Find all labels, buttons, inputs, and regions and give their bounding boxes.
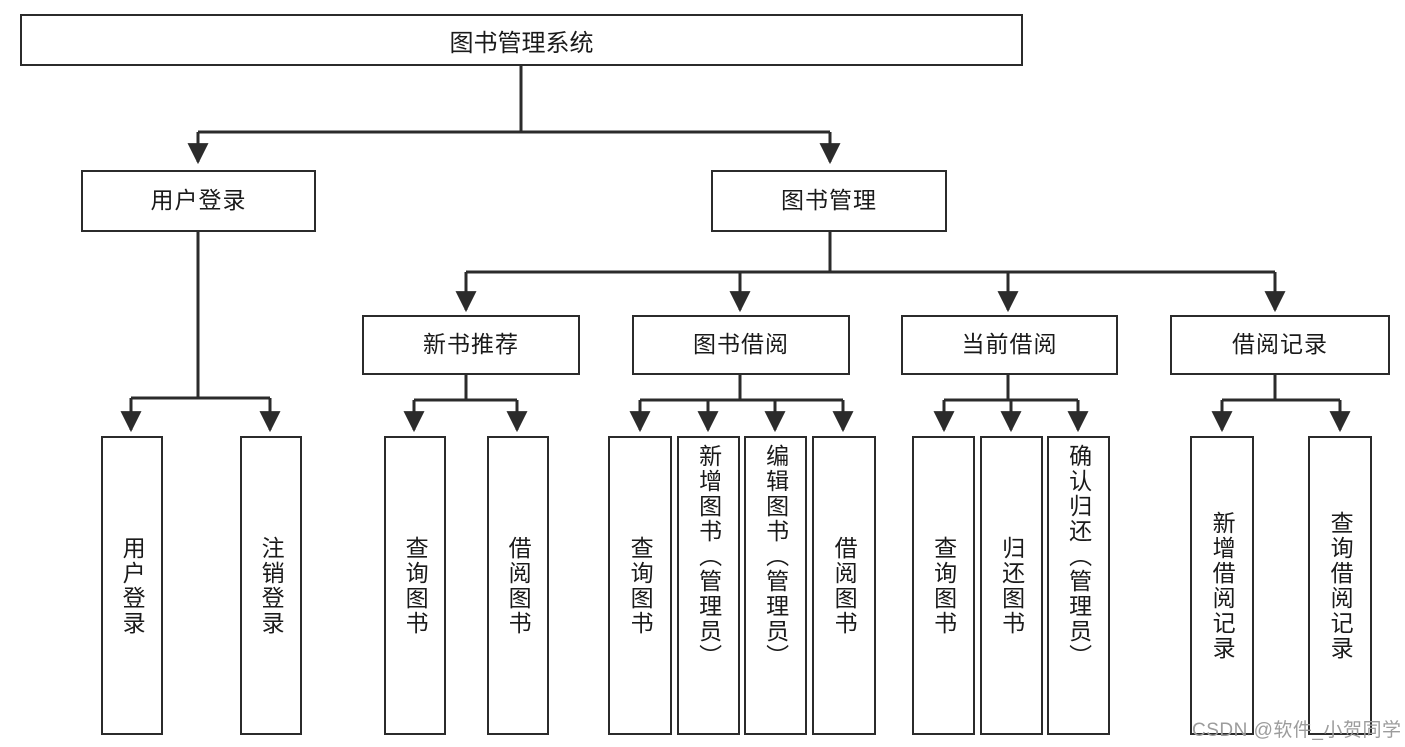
leaf-user-login[interactable]: 用户登录 bbox=[101, 436, 163, 735]
node-label: 图书借阅 bbox=[693, 331, 789, 358]
csdn-watermark: CSDN @软件_小贺同学 bbox=[1192, 720, 1402, 741]
node-label: 图书管理 bbox=[781, 187, 877, 214]
node-book-management[interactable]: 图书管理 bbox=[711, 170, 947, 232]
leaf-add-borrow-record[interactable]: 新增借阅记录 bbox=[1190, 436, 1254, 735]
node-label: 图书管理系统 bbox=[449, 29, 594, 57]
leaf-query-book-current[interactable]: 查询图书 bbox=[912, 436, 975, 735]
node-label: 新增图书（管理员） bbox=[695, 444, 722, 669]
node-new-book-recommend[interactable]: 新书推荐 bbox=[362, 315, 580, 375]
node-label: 借阅图书 bbox=[831, 535, 858, 636]
leaf-return-book[interactable]: 归还图书 bbox=[980, 436, 1043, 735]
leaf-borrow-book[interactable]: 借阅图书 bbox=[812, 436, 876, 735]
node-borrow-record[interactable]: 借阅记录 bbox=[1170, 315, 1390, 375]
node-current-borrow[interactable]: 当前借阅 bbox=[901, 315, 1118, 375]
leaf-query-book-new[interactable]: 查询图书 bbox=[384, 436, 446, 735]
node-root-book-management-system[interactable]: 图书管理系统 bbox=[20, 14, 1023, 66]
node-label: 用户登录 bbox=[119, 535, 146, 636]
leaf-borrow-book-new[interactable]: 借阅图书 bbox=[487, 436, 549, 735]
node-label: 查询图书 bbox=[930, 535, 957, 636]
leaf-edit-book-admin[interactable]: 编辑图书（管理员） bbox=[744, 436, 807, 735]
leaf-query-book-borrow[interactable]: 查询图书 bbox=[608, 436, 672, 735]
node-label: 新增借阅记录 bbox=[1209, 510, 1236, 661]
leaf-confirm-return-admin[interactable]: 确认归还（管理员） bbox=[1047, 436, 1110, 735]
node-label: 借阅图书 bbox=[505, 535, 532, 636]
node-label: 归还图书 bbox=[998, 535, 1025, 636]
node-user-login[interactable]: 用户登录 bbox=[81, 170, 316, 232]
node-label: 编辑图书（管理员） bbox=[762, 444, 789, 669]
leaf-add-book-admin[interactable]: 新增图书（管理员） bbox=[677, 436, 740, 735]
node-label: 当前借阅 bbox=[961, 331, 1058, 358]
node-book-borrow[interactable]: 图书借阅 bbox=[632, 315, 850, 375]
node-label: 注销登录 bbox=[258, 535, 285, 636]
node-label: 查询图书 bbox=[402, 535, 429, 636]
node-label: 用户登录 bbox=[150, 187, 247, 214]
leaf-logout[interactable]: 注销登录 bbox=[240, 436, 302, 735]
node-label: 查询图书 bbox=[627, 535, 654, 636]
node-label: 借阅记录 bbox=[1232, 331, 1328, 358]
leaf-query-borrow-record[interactable]: 查询借阅记录 bbox=[1308, 436, 1372, 735]
node-label: 新书推荐 bbox=[423, 331, 519, 358]
node-label: 查询借阅记录 bbox=[1327, 510, 1354, 661]
node-label: 确认归还（管理员） bbox=[1065, 444, 1092, 669]
